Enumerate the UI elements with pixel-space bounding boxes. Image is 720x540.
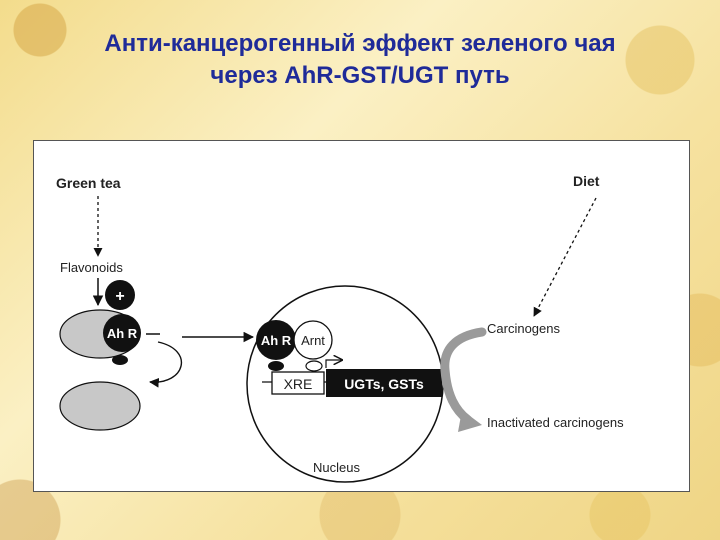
ligand-plus-circle <box>105 280 135 310</box>
nucleus-black-oval <box>268 361 284 371</box>
carcinogens-label: Carcinogens <box>487 321 560 336</box>
conversion-arrow-body <box>440 327 487 425</box>
nucleus-label: Nucleus <box>313 460 360 475</box>
ahr-label: Ah R <box>107 326 138 341</box>
conversion-arrow-head <box>458 410 482 432</box>
ugts-gsts-box <box>326 369 442 397</box>
slide-title: Анти-канцерогенный эффект зеленого чая ч… <box>0 28 720 92</box>
inactivated-carcinogens-label: Inactivated carcinogens <box>487 415 624 430</box>
ahr-curved-arrow <box>149 341 183 388</box>
nucleus-ahr-circle <box>256 320 296 360</box>
arnt-label: Arnt <box>301 333 325 348</box>
ahr-circle <box>103 314 141 352</box>
green-tea-label: Green tea <box>56 175 121 191</box>
slide-title-line-1: Анти-канцерогенный эффект зеленого чая <box>104 30 616 57</box>
xre-label: XRE <box>284 376 313 392</box>
slide-title-line-2: через AhR-GST/UGT путь <box>210 62 510 89</box>
plus-sign: + <box>115 288 124 305</box>
ahr-small-oval <box>112 355 128 365</box>
diet-to-carcinogens-arrow <box>533 197 597 317</box>
flavonoids-label: Flavonoids <box>60 260 123 275</box>
diet-label: Diet <box>573 173 600 189</box>
arnt-circle <box>293 320 333 360</box>
nucleus-white-oval <box>305 360 323 372</box>
ugts-gsts-label: UGTs, GSTs <box>344 376 424 392</box>
lower-cytoplasm-ellipse <box>59 381 141 431</box>
transcription-arrow <box>325 360 342 368</box>
nucleus-ahr-label: Ah R <box>261 333 292 348</box>
xre-box <box>271 371 325 395</box>
